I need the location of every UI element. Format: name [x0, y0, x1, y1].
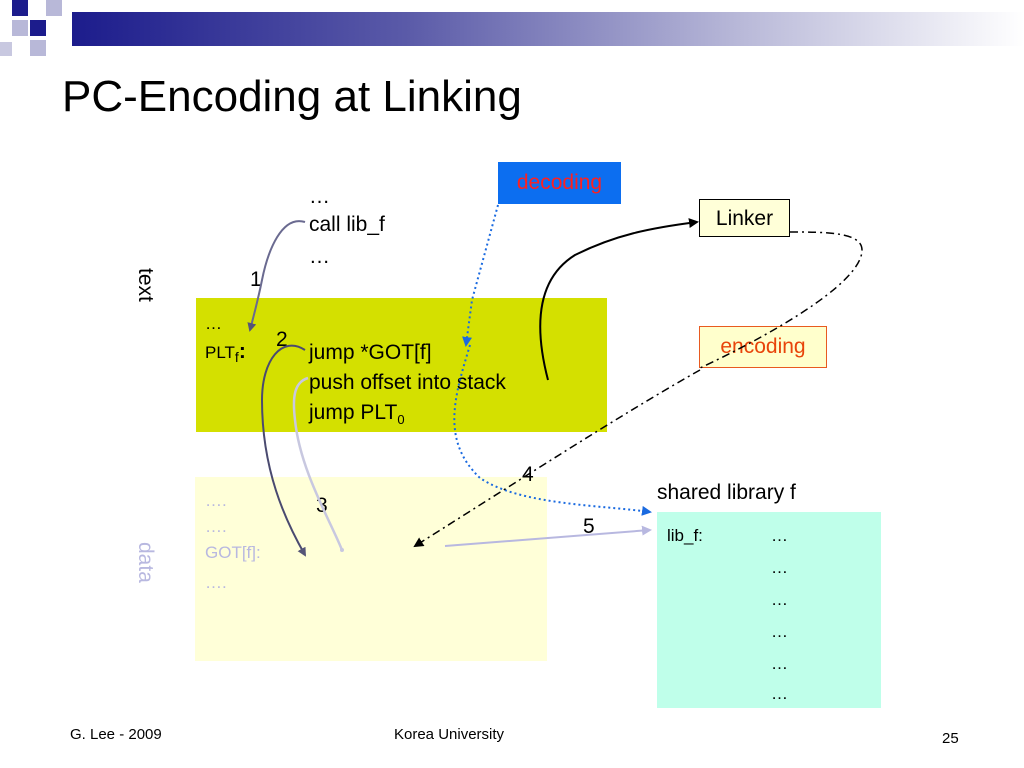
- plt0-sub: 0: [397, 412, 405, 428]
- lib-line-2: …: [771, 558, 788, 577]
- plt-line-jump-plt0-text: jump PLT: [309, 401, 398, 424]
- encoding-box: encoding: [699, 326, 827, 368]
- decoding-box: decoding: [498, 162, 621, 204]
- arrow-to-linker: [539, 218, 699, 381]
- arrow-decoding-to-lib: [453, 344, 652, 516]
- step-3-origin-dot: [340, 548, 344, 552]
- step-1-label: 1: [250, 268, 262, 291]
- lib-f-label: lib_f:: [667, 526, 703, 545]
- data-line-got: GOT[f]:: [205, 543, 261, 562]
- corner-square-dark-1: [12, 0, 28, 16]
- shared-library-box: [657, 512, 881, 708]
- arrow-decoding: [462, 204, 499, 347]
- corner-square-dark-2: [30, 20, 46, 36]
- corner-square-light-3: [30, 40, 46, 56]
- plt-line-push: push offset into stack: [309, 371, 506, 394]
- call-line-3: …: [309, 245, 330, 268]
- arrow-step-3: [292, 376, 344, 551]
- header-gradient-bar: [72, 12, 1024, 46]
- lib-line-6: …: [771, 684, 788, 703]
- step-2-label: 2: [276, 328, 288, 351]
- page-title: PC-Encoding at Linking: [62, 72, 522, 121]
- arrow-step-1: [247, 220, 306, 332]
- call-line-1: …: [309, 185, 330, 208]
- plt-label-text: PLT: [205, 343, 235, 362]
- got-data-section: [195, 477, 547, 661]
- footer-org: Korea University: [394, 726, 505, 743]
- data-line-4: ….: [205, 573, 227, 592]
- plt-label-sub: f: [234, 349, 239, 366]
- arrow-encoding-to-got: [413, 369, 701, 548]
- step-5-label: 5: [583, 515, 595, 538]
- arrow-step-2: [260, 344, 306, 557]
- corner-square-light-2: [12, 20, 28, 36]
- plt-text-section: [196, 298, 607, 432]
- lib-line-1: …: [771, 526, 788, 545]
- shared-library-label: shared library f: [657, 481, 796, 504]
- linker-box: Linker: [699, 199, 790, 237]
- call-line-2: call lib_f: [309, 213, 385, 236]
- data-line-1: ….: [205, 491, 227, 510]
- data-line-2: ….: [205, 517, 227, 536]
- plt-line-jump-plt0: jump PLT0: [309, 402, 405, 426]
- plt-line-jump-got: jump *GOT[f]: [309, 341, 432, 364]
- plt-label-colon: :: [238, 340, 246, 363]
- lib-line-3: …: [771, 590, 788, 609]
- lib-line-4: …: [771, 622, 788, 641]
- footer-page-number: 25: [942, 730, 959, 747]
- corner-square-light-4: [0, 42, 12, 56]
- arrow-linker-encoding: [699, 231, 863, 369]
- plt-ellipsis: …: [205, 314, 222, 333]
- footer-author: G. Lee - 2009: [70, 726, 162, 743]
- lib-line-5: …: [771, 654, 788, 673]
- arrow-step-5: [444, 525, 652, 547]
- plt-label: PLTf:: [205, 340, 246, 365]
- corner-square-light-1: [46, 0, 62, 16]
